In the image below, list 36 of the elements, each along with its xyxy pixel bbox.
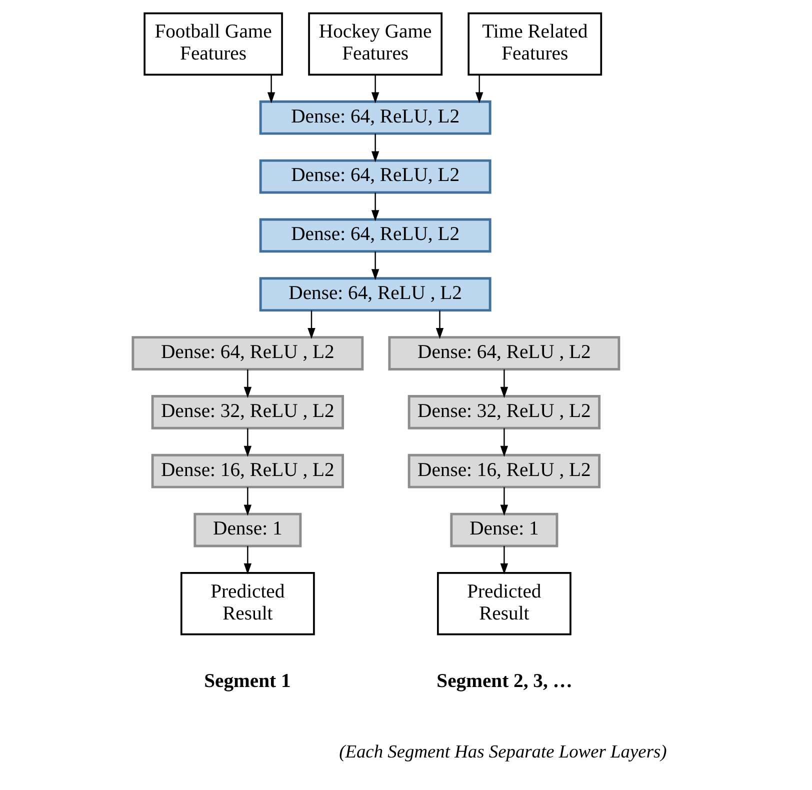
node-box: Dense: 32, ReLU , L2: [408, 395, 601, 430]
arrow: [371, 134, 380, 162]
label: Segment 2, 3, …: [436, 670, 572, 692]
node-box: Hockey Game Features: [308, 12, 443, 76]
node-box: Time Related Features: [468, 12, 602, 76]
arrow: [244, 487, 252, 516]
node-box: Dense: 32, ReLU , L2: [151, 395, 344, 430]
label: Segment 1: [204, 670, 291, 692]
arrow: [500, 487, 508, 516]
arrow: [308, 310, 316, 340]
node-box: Dense: 64, ReLU, L2: [259, 159, 492, 194]
arrow: [475, 74, 484, 104]
node-box: Predicted Result: [437, 572, 572, 636]
node-box: Predicted Result: [180, 572, 315, 636]
arrow: [267, 74, 276, 104]
arrow: [500, 546, 508, 574]
node-box: Football Game Features: [144, 12, 283, 76]
node-box: Dense: 64, ReLU, L2: [259, 100, 492, 135]
node-box: Dense: 64, ReLU , L2: [259, 277, 492, 312]
arrow: [244, 428, 252, 457]
label: (Each Segment Has Separate Lower Layers): [339, 742, 667, 762]
node-box: Dense: 1: [450, 512, 558, 548]
node-box: Dense: 64, ReLU , L2: [132, 336, 364, 370]
arrow: [244, 369, 252, 398]
arrow: [436, 310, 444, 340]
node-box: Dense: 16, ReLU , L2: [151, 454, 344, 488]
arrow: [371, 192, 380, 222]
node-box: Dense: 1: [194, 512, 302, 548]
arrow: [500, 428, 508, 457]
node-box: Dense: 64, ReLU, L2: [259, 218, 492, 253]
arrow: [371, 74, 380, 104]
node-box: Dense: 16, ReLU , L2: [408, 454, 601, 488]
node-box: Dense: 64, ReLU , L2: [388, 336, 620, 370]
arrow: [500, 369, 508, 398]
arrow: [371, 252, 380, 280]
arrow: [244, 546, 252, 574]
